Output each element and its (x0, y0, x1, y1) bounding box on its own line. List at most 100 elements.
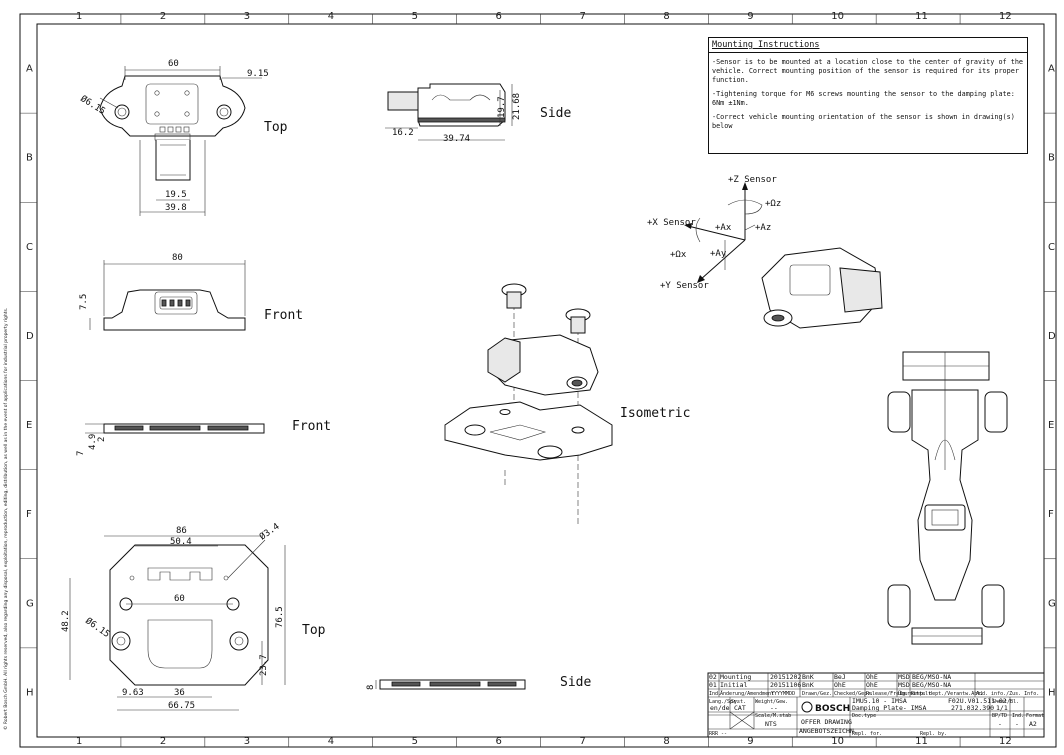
zone-col-2: 2 (160, 11, 166, 22)
tb-sheet-value: 1/1 (996, 704, 1008, 712)
tb-hdr-date: YYYYMMDD (771, 691, 795, 697)
tb-ind-label: Ind. (1012, 713, 1024, 719)
dim-top1-connector: 19.5 (165, 190, 187, 200)
dim-side2-h: 8 (366, 685, 376, 690)
tb-rrr: RRR -- (709, 731, 727, 737)
sensor-isometric-right (761, 247, 883, 329)
tb-hdr-release: Release/Freig. (866, 691, 908, 697)
revision-01-date: 20151106 (770, 681, 801, 689)
axis-omega-x: +Ωx (670, 250, 687, 260)
zone-col-7: 7 (579, 11, 585, 22)
axis-z-sensor: +Z Sensor (728, 175, 777, 185)
revision-01-dept: MSD (898, 681, 910, 689)
dim-side1-h1: 19.7 (497, 96, 507, 118)
tb-doctype-label: Doc.type (852, 713, 876, 719)
tb-scale-value: NTS (765, 720, 777, 728)
tb-hdr-checked: Checked/Gepr. (834, 691, 873, 697)
revision-02-dept: MSD (898, 673, 910, 681)
zone-row-E: E (26, 420, 32, 431)
zone-col-9: 9 (747, 736, 753, 747)
zone-col-4: 4 (328, 11, 334, 22)
dim-top2-hole-small: Ø3.4 (257, 521, 281, 542)
dim-top2-total-h: 76.5 (275, 606, 285, 628)
front-view-1: 80 7.5 (79, 253, 246, 331)
label-side-2: Side (560, 675, 591, 690)
zone-col-6: 6 (496, 736, 502, 747)
dim-front2-h3: 2 (97, 437, 107, 442)
dim-top1-offset: 9.15 (247, 69, 269, 79)
tb-offer-1: OFFER DRAWING (801, 718, 852, 726)
tb-scale-label: Scale/M.stab (755, 713, 791, 719)
tb-hdr-amendment: Änderung/Amendment (720, 690, 774, 697)
mounting-note-1: -Sensor is to be mounted at a location c… (712, 58, 1023, 84)
dim-side1-length: 39.74 (443, 134, 470, 144)
zone-col-9: 9 (747, 11, 753, 22)
zone-row-H: H (26, 687, 34, 698)
tb-sheet-label: Sheet/Bl. (992, 699, 1019, 705)
zone-col-4: 4 (328, 736, 334, 747)
zone-col-10: 10 (831, 11, 844, 22)
dim-top2-spacing: 60 (174, 594, 185, 604)
tb-title-2: Damping Plate- IMSA (852, 704, 926, 712)
zone-col-5: 5 (412, 11, 418, 22)
label-front-1: Front (264, 308, 303, 323)
tb-doc-number-2: 271.032.390 (951, 704, 994, 712)
zone-col-12: 12 (999, 736, 1012, 747)
revision-01-idx: 01 (709, 681, 717, 689)
revision-01-app: OhE (866, 681, 878, 689)
zone-row-A: A (26, 64, 33, 75)
tb-format-label: Format (1026, 713, 1044, 719)
dim-top2-inner: 50.4 (170, 537, 192, 547)
zone-row-F: F (1048, 509, 1054, 520)
revision-02-by: BnK (802, 673, 814, 681)
copyright-side-note: © Robert Bosch GmbH. All rights reserved… (4, 307, 9, 730)
zone-col-8: 8 (663, 11, 669, 22)
zone-row-E: E (1048, 420, 1054, 431)
dim-front2-h2: 4.9 (88, 434, 98, 450)
tb-syst-label: Syst. (731, 699, 746, 705)
zone-row-A: A (1048, 64, 1055, 75)
revision-02-idx: 02 (709, 673, 717, 681)
tb-title-1: IMU5.10 - IMSA (852, 697, 907, 705)
zone-col-11: 11 (915, 736, 928, 747)
zone-row-B: B (26, 153, 33, 164)
label-top-2: Top (302, 623, 326, 638)
tb-hdr-add-info: Add. info./Zus. Info. (976, 691, 1039, 697)
dim-top2-left: 9.63 (122, 688, 144, 698)
axis-ay: +Ay (710, 249, 727, 259)
tb-weight-value: -- (770, 704, 778, 712)
race-car-top-view (887, 351, 1008, 645)
tb-bp-label: BP/TD (992, 713, 1007, 719)
dim-top2-outer: 86 (176, 526, 187, 536)
zone-row-C: C (26, 242, 33, 253)
revision-02-date: 20151202 (770, 673, 801, 681)
dim-front2-h1: 7 (76, 451, 86, 456)
tb-lang-label: Lang./Spr. (709, 699, 739, 705)
revision-01-dist: BEG/MSO-NA (912, 681, 951, 689)
mounting-note-2: -Tightening torque for M6 screws mountin… (712, 90, 1015, 107)
zone-row-D: D (26, 331, 34, 342)
zone-row-G: G (1048, 598, 1056, 609)
revision-01-by: BnK (802, 681, 814, 689)
zone-col-1: 1 (76, 11, 82, 22)
tb-repl-for: Repl. for. (852, 731, 882, 737)
tb-bp-value: - (998, 720, 1002, 728)
side-view-2: 8 (366, 679, 526, 690)
bosch-logo-icon (801, 701, 813, 713)
zone-col-12: 12 (999, 11, 1012, 22)
tb-ind-value: - (1015, 720, 1019, 728)
zone-row-B: B (1048, 153, 1055, 164)
revision-01-chk: OhE (834, 681, 846, 689)
zone-col-2: 2 (160, 736, 166, 747)
dim-top2-total-w: 66.75 (168, 701, 195, 711)
zone-col-8: 8 (663, 736, 669, 747)
zone-col-5: 5 (412, 736, 418, 747)
mounting-instructions-title: Mounting Instructions (709, 38, 1027, 53)
top-view-1: 60 9.15 Ø6.15 19.5 39.8 (78, 59, 269, 216)
tb-hdr-resp-dept: Resp. dept./Verantw.Abt. (911, 691, 983, 697)
axis-omega-z: +Ωz (765, 199, 781, 209)
axis-ax: +Ax (715, 223, 732, 233)
